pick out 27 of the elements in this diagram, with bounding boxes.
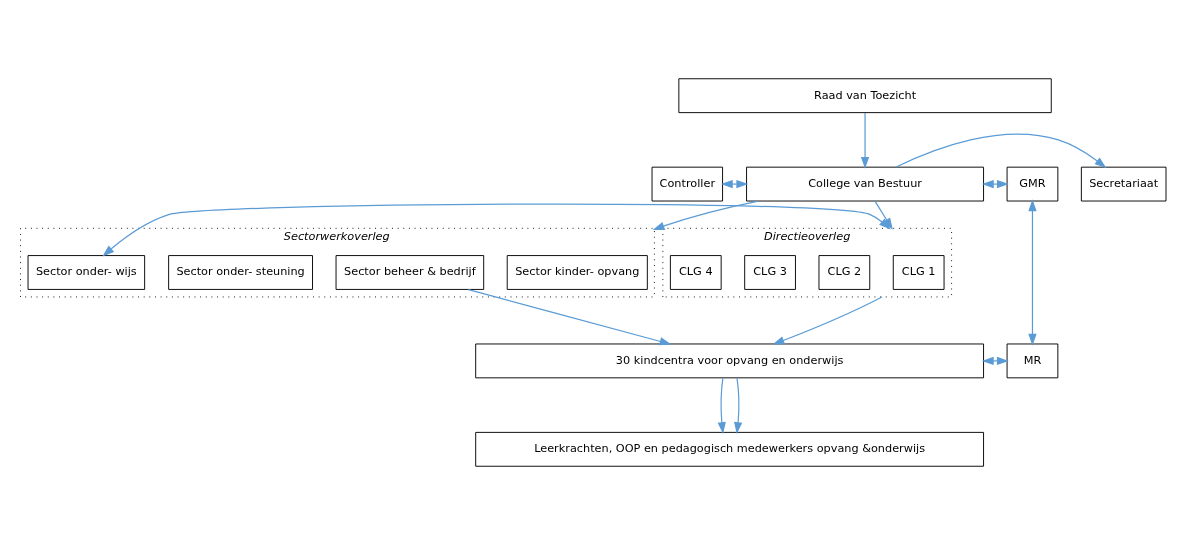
node-box: CLG 3 bbox=[744, 254, 796, 290]
node-box: Sector beheer & bedrijf bbox=[335, 254, 485, 290]
node-box: Sector onder- wijs bbox=[27, 254, 146, 290]
arrow bbox=[734, 377, 743, 434]
node-box: Secretariaat bbox=[1080, 166, 1167, 201]
arrow bbox=[1028, 198, 1037, 346]
arrow bbox=[895, 133, 1107, 168]
arrow bbox=[981, 179, 1009, 188]
arrow bbox=[467, 288, 672, 345]
arrow bbox=[772, 295, 883, 345]
node-box: CLG 2 bbox=[818, 254, 871, 290]
arrow bbox=[860, 111, 870, 169]
node-box: CLG 1 bbox=[892, 254, 945, 290]
node-box: 30 kindcentra voor opvang en onderwijs bbox=[475, 343, 985, 378]
arrow bbox=[720, 179, 749, 188]
node-box: CLG 4 bbox=[669, 254, 722, 290]
arrow bbox=[652, 199, 760, 230]
arrow bbox=[981, 356, 1009, 365]
node-box: College van Bestuur bbox=[746, 166, 985, 201]
node-box: GMR bbox=[1006, 166, 1059, 201]
node-box: Sector onder- steuning bbox=[168, 254, 313, 290]
node-box: Sector kinder- opvang bbox=[506, 254, 648, 290]
node-box: MR bbox=[1006, 343, 1059, 378]
node-box: Leerkrachten, OOP en pedagogisch medewerkers opvang &onderwijs bbox=[475, 431, 985, 467]
arrow bbox=[717, 377, 726, 434]
node-box: Controller bbox=[651, 166, 724, 201]
node-box: Raad van Toezicht bbox=[678, 77, 1052, 113]
